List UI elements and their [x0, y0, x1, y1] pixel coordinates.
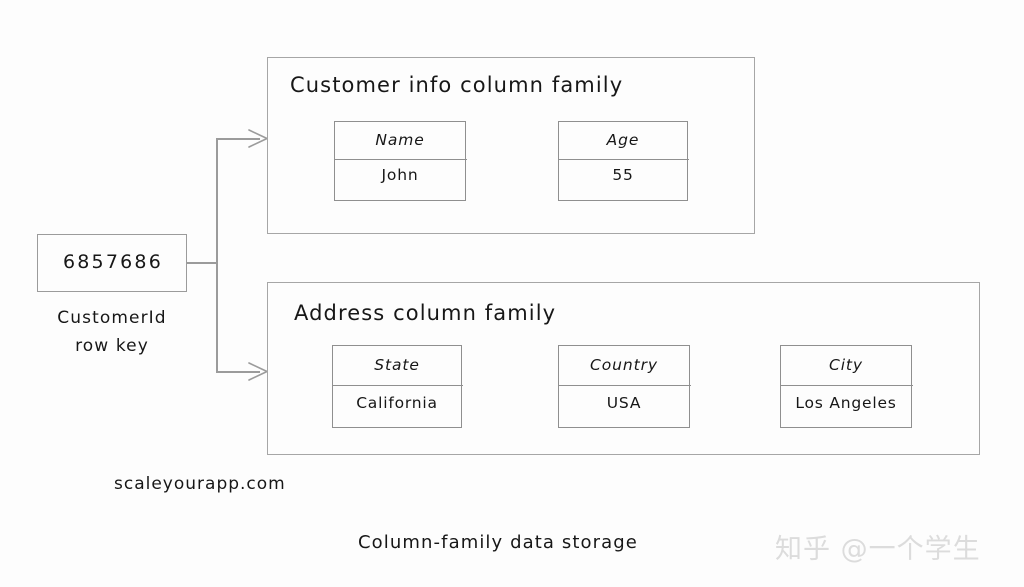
- column-family-title-customer-info: Customer info column family: [290, 73, 624, 97]
- connector-trunk: [216, 138, 218, 372]
- column-cell-label-state: State: [374, 356, 420, 374]
- source-caption: scaleyourapp.com: [114, 474, 286, 494]
- row-key-label-line1: CustomerId: [57, 308, 167, 328]
- cell-divider: [335, 159, 467, 160]
- column-cell-value-country: USA: [606, 394, 642, 412]
- connector-branch-top: [216, 138, 260, 140]
- column-cell-label-country: Country: [590, 356, 658, 374]
- column-cell-city: [780, 345, 913, 428]
- column-cell-label-city: City: [829, 356, 863, 374]
- connector-stub: [187, 262, 217, 264]
- row-key-box: [37, 234, 187, 292]
- cell-divider: [559, 385, 691, 386]
- column-cell-age: [558, 121, 689, 201]
- row-key-label-line2: row key: [75, 336, 149, 356]
- column-family-address: [267, 282, 980, 455]
- column-cell-country: [558, 345, 691, 428]
- column-cell-state: [332, 345, 463, 428]
- column-cell-value-state: California: [356, 394, 438, 412]
- zhihu-watermark: 知乎 @一个学生: [775, 534, 981, 565]
- column-cell-label-name: Name: [375, 131, 425, 149]
- cell-divider: [333, 385, 463, 386]
- connector-branch-bottom: [216, 371, 260, 373]
- column-cell-value-name: John: [381, 166, 419, 184]
- column-cell-value-city: Los Angeles: [795, 394, 897, 412]
- diagram-caption: Column-family data storage: [358, 532, 638, 553]
- column-family-title-address: Address column family: [294, 301, 557, 325]
- cell-divider: [781, 385, 913, 386]
- column-cell-value-age: 55: [612, 166, 634, 184]
- row-key-value: 6857686: [62, 251, 164, 273]
- column-cell-name: [334, 121, 467, 201]
- column-family-customer-info: [267, 57, 755, 234]
- cell-divider: [559, 159, 689, 160]
- column-cell-label-age: Age: [606, 131, 640, 149]
